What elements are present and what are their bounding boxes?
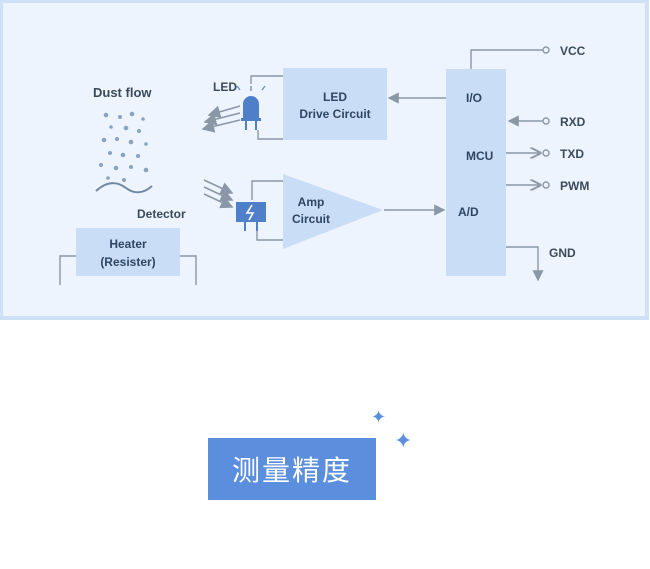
detector-light-rays — [203, 179, 234, 209]
sparkle-icon: ✦ — [371, 407, 387, 427]
rxd-terminal — [542, 117, 550, 125]
section-title-badge: 测量精度 — [208, 438, 376, 500]
heater-line1: Heater — [109, 237, 147, 251]
mcu-block — [446, 69, 506, 276]
amp-circuit-block — [283, 174, 383, 249]
mcu-ad-pin: A/D — [458, 205, 479, 219]
amp-line1: Amp — [298, 195, 325, 209]
dust-flow-label: Dust flow — [93, 85, 152, 100]
mcu-io-pin: I/O — [466, 91, 482, 105]
gnd-wire — [506, 246, 544, 282]
sparkle-icon: ✦ — [394, 428, 413, 453]
led-drive-line1: LED — [323, 90, 347, 104]
block-diagram-panel: Dust flow LED LED Drive Circuit I/O MCU … — [0, 0, 649, 320]
vcc-terminal — [542, 46, 550, 54]
air-flow-wave — [95, 182, 153, 194]
mcu-label: MCU — [466, 149, 493, 163]
heater-block — [76, 228, 180, 276]
heater-wiring — [59, 255, 197, 285]
block-diagram: Dust flow LED LED Drive Circuit I/O MCU … — [0, 0, 649, 320]
vcc-wire — [470, 49, 543, 69]
detector-label: Detector — [137, 207, 186, 221]
heater-line2: (Resister) — [100, 255, 155, 269]
led-label: LED — [213, 80, 237, 94]
pwm-terminal — [542, 181, 550, 189]
dust-particles — [99, 111, 149, 182]
pwm-label: PWM — [560, 179, 589, 193]
led-light-rays — [201, 105, 241, 133]
led-drive-line2: Drive Circuit — [299, 107, 370, 121]
vcc-label: VCC — [560, 44, 586, 58]
txd-terminal — [542, 149, 550, 157]
amp-line2: Circuit — [292, 212, 330, 226]
txd-label: TXD — [560, 147, 584, 161]
rxd-label: RXD — [560, 115, 586, 129]
detector-wiring — [251, 180, 283, 241]
gnd-label: GND — [549, 246, 576, 260]
led-icon — [236, 85, 266, 130]
photodiode-icon — [236, 202, 266, 231]
led-wiring — [250, 75, 283, 140]
led-drive-circuit-block — [283, 68, 387, 140]
